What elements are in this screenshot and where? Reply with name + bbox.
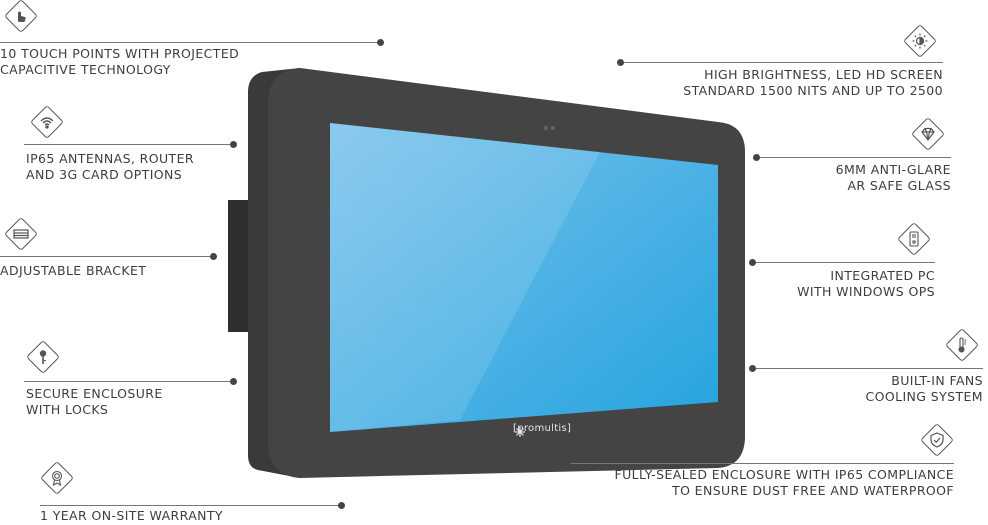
connector-line — [757, 157, 951, 158]
connector-line — [568, 463, 954, 464]
feature-text: 6MM ANTI-GLARE — [835, 162, 951, 177]
feature-locks: SECURE ENCLOSURE WITH LOCKS — [26, 386, 163, 418]
feature-text: HIGH BRIGHTNESS, LED HD SCREEN — [704, 67, 943, 82]
connector-dot — [753, 154, 760, 161]
feature-text: CAPACITIVE TECHNOLOGY — [0, 62, 171, 77]
connector-line — [753, 368, 983, 369]
connector-line — [753, 262, 935, 263]
feature-text: STANDARD 1500 NITS AND UP TO 2500 — [683, 83, 943, 98]
feature-text: IP65 ANTENNAS, ROUTER — [26, 151, 194, 166]
feature-text: ADJUSTABLE BRACKET — [0, 263, 147, 278]
feature-antennas: IP65 ANTENNAS, ROUTER AND 3G CARD OPTION… — [26, 151, 194, 183]
feature-text: 1 YEAR ON-SITE WARRANTY — [40, 508, 223, 523]
connector-dot — [230, 378, 237, 385]
feature-text: WITH WINDOWS OPS — [797, 284, 935, 299]
feature-text: COOLING SYSTEM — [865, 389, 983, 404]
feature-warranty: 1 YEAR ON-SITE WARRANTY — [40, 508, 223, 524]
feature-text: BUILT-IN FANS — [891, 373, 983, 388]
connector-line — [24, 144, 234, 145]
feature-pc: INTEGRATED PC WITH WINDOWS OPS — [797, 268, 935, 300]
feature-glass: 6MM ANTI-GLARE AR SAFE GLASS — [836, 162, 951, 194]
feature-touch: 10 TOUCH POINTS WITH PROJECTED CAPACITIV… — [0, 46, 239, 78]
thermometer-icon — [945, 328, 979, 362]
brand-logo-text: [promultis] — [513, 423, 572, 434]
feature-sealed: FULLY-SEALED ENCLOSURE WITH IP65 COMPLIA… — [614, 467, 954, 499]
connector-dot — [617, 59, 624, 66]
pc-module-icon — [897, 222, 931, 256]
feature-text: TO ENSURE DUST FREE AND WATERPROOF — [672, 483, 954, 498]
connector-line — [24, 381, 234, 382]
feature-text: AR SAFE GLASS — [847, 178, 951, 193]
brightness-icon — [903, 24, 937, 58]
feature-text: FULLY-SEALED ENCLOSURE WITH IP65 COMPLIA… — [614, 467, 954, 482]
touch-hand-icon — [4, 0, 38, 33]
feature-brightness: HIGH BRIGHTNESS, LED HD SCREEN STANDARD … — [683, 67, 943, 99]
feature-text: SECURE ENCLOSURE — [26, 386, 163, 401]
connector-line — [621, 62, 943, 63]
screen — [330, 123, 718, 432]
bracket-icon — [4, 217, 38, 251]
connector-dot — [377, 39, 384, 46]
key-icon — [26, 340, 60, 374]
feature-text: AND 3G CARD OPTIONS — [26, 167, 183, 182]
camera-dot — [544, 126, 548, 130]
warranty-badge-icon — [40, 461, 74, 495]
diamond-icon — [911, 117, 945, 151]
connector-line — [0, 42, 380, 43]
connector-dot — [749, 365, 756, 372]
feature-text: INTEGRATED PC — [830, 268, 935, 283]
logo-star-icon — [515, 427, 525, 437]
feature-fans: BUILT-IN FANS COOLING SYSTEM — [866, 373, 984, 405]
shield-check-icon — [920, 423, 954, 457]
connector-line — [0, 256, 214, 257]
connector-line — [40, 505, 342, 506]
feature-text: 10 TOUCH POINTS WITH PROJECTED — [0, 46, 240, 61]
connector-dot — [210, 253, 217, 260]
wifi-icon — [30, 105, 64, 139]
connector-dot — [749, 259, 756, 266]
connector-dot — [564, 460, 571, 467]
connector-dot — [338, 502, 345, 509]
feature-text: WITH LOCKS — [26, 402, 109, 417]
screen-glare — [330, 123, 600, 432]
connector-dot — [230, 141, 237, 148]
camera-dot — [551, 126, 555, 130]
feature-bracket: ADJUSTABLE BRACKET — [0, 263, 146, 279]
